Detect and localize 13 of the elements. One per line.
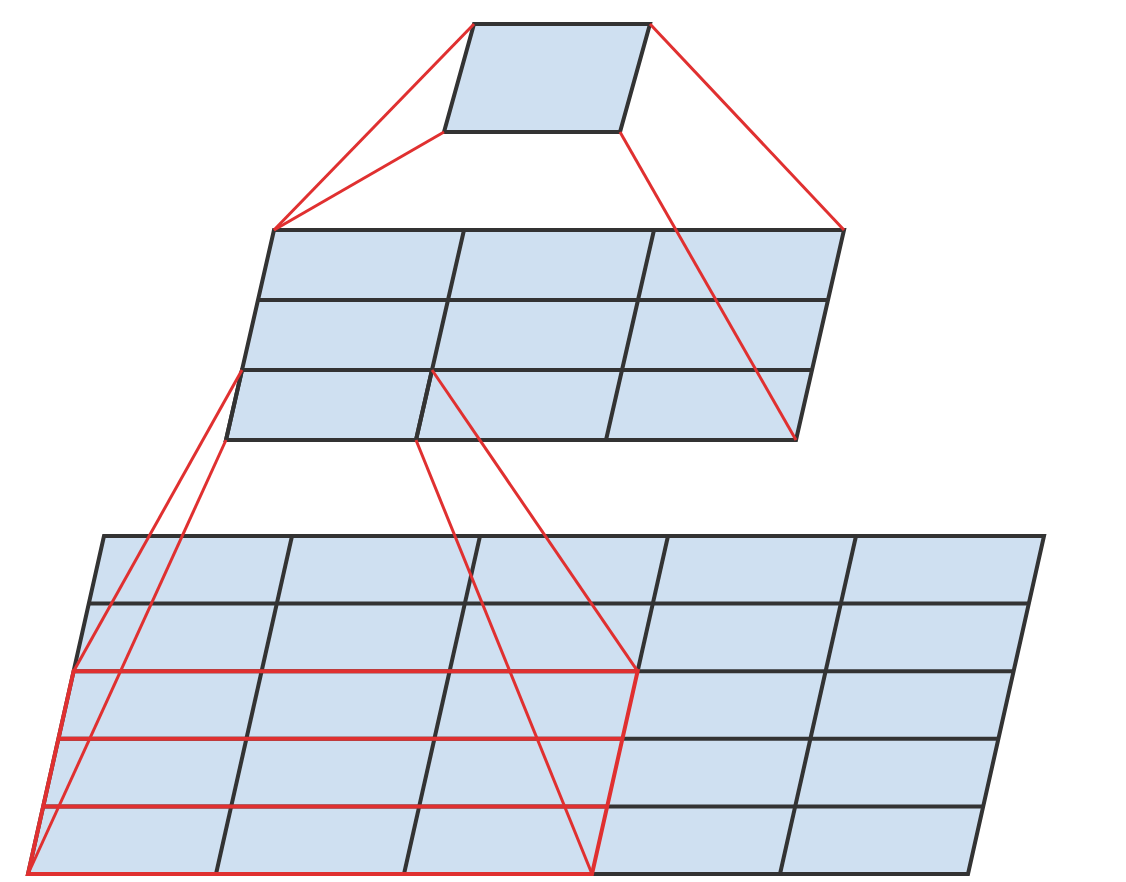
feature-map-grid (223, 228, 847, 442)
connector-line (72, 369, 244, 672)
input-grid (25, 534, 1047, 876)
connector-line (272, 22, 476, 232)
output-cell (441, 22, 653, 134)
connector-line (26, 439, 228, 875)
highlighted-cell (223, 368, 435, 442)
connector-line (648, 22, 846, 232)
connector-line (414, 439, 594, 875)
connector-line (430, 369, 639, 673)
receptive-field-region (25, 669, 641, 876)
connector-line (273, 130, 445, 232)
connector-line (618, 131, 798, 441)
